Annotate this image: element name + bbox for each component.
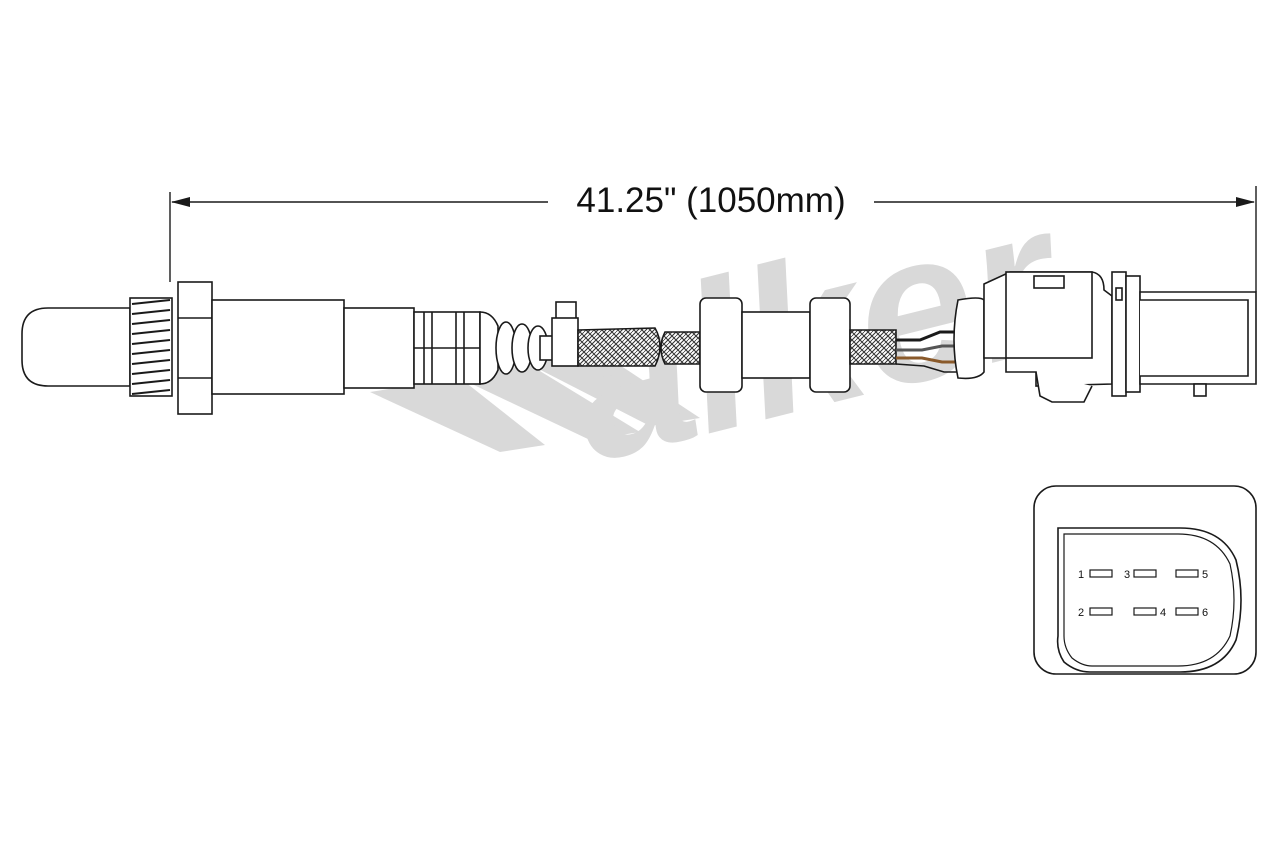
pin-number-2: 2 — [1078, 607, 1084, 619]
connector-face-inset: 1 3 5 2 4 6 — [1033, 485, 1257, 675]
pin-slot-3 — [1133, 569, 1157, 578]
wire-clip — [551, 301, 579, 367]
sensor-shell-step — [343, 307, 415, 389]
connector-face-outline — [1056, 527, 1242, 673]
sensor-tip — [21, 307, 131, 387]
pin-number-5: 5 — [1202, 569, 1208, 581]
sensor-body — [21, 281, 557, 415]
connector-plug — [953, 271, 1257, 403]
hex-nut — [177, 281, 213, 415]
pin-slots — [1089, 569, 1199, 616]
sensor-shell — [211, 299, 345, 395]
braided-harness-right — [849, 329, 897, 365]
pin-number-4: 4 — [1160, 607, 1166, 619]
pin-slot-5 — [1175, 569, 1199, 578]
pin-number-6: 6 — [1202, 607, 1208, 619]
arrow-right-icon — [1236, 197, 1255, 207]
sensor-wires — [895, 330, 962, 373]
dimension-label: 41.25" (1050mm) — [576, 181, 845, 220]
pin-slot-6 — [1175, 607, 1199, 616]
pin-slot-2 — [1089, 607, 1113, 616]
pin-number-3: 3 — [1124, 569, 1130, 581]
pin-slot-1 — [1089, 569, 1113, 578]
pin-number-1: 1 — [1078, 569, 1084, 581]
pin-slot-4 — [1133, 607, 1157, 616]
harness-sleeve — [699, 297, 851, 393]
braided-harness-left — [577, 327, 701, 367]
dimension-line — [169, 186, 1257, 292]
arrow-left-icon — [171, 197, 190, 207]
